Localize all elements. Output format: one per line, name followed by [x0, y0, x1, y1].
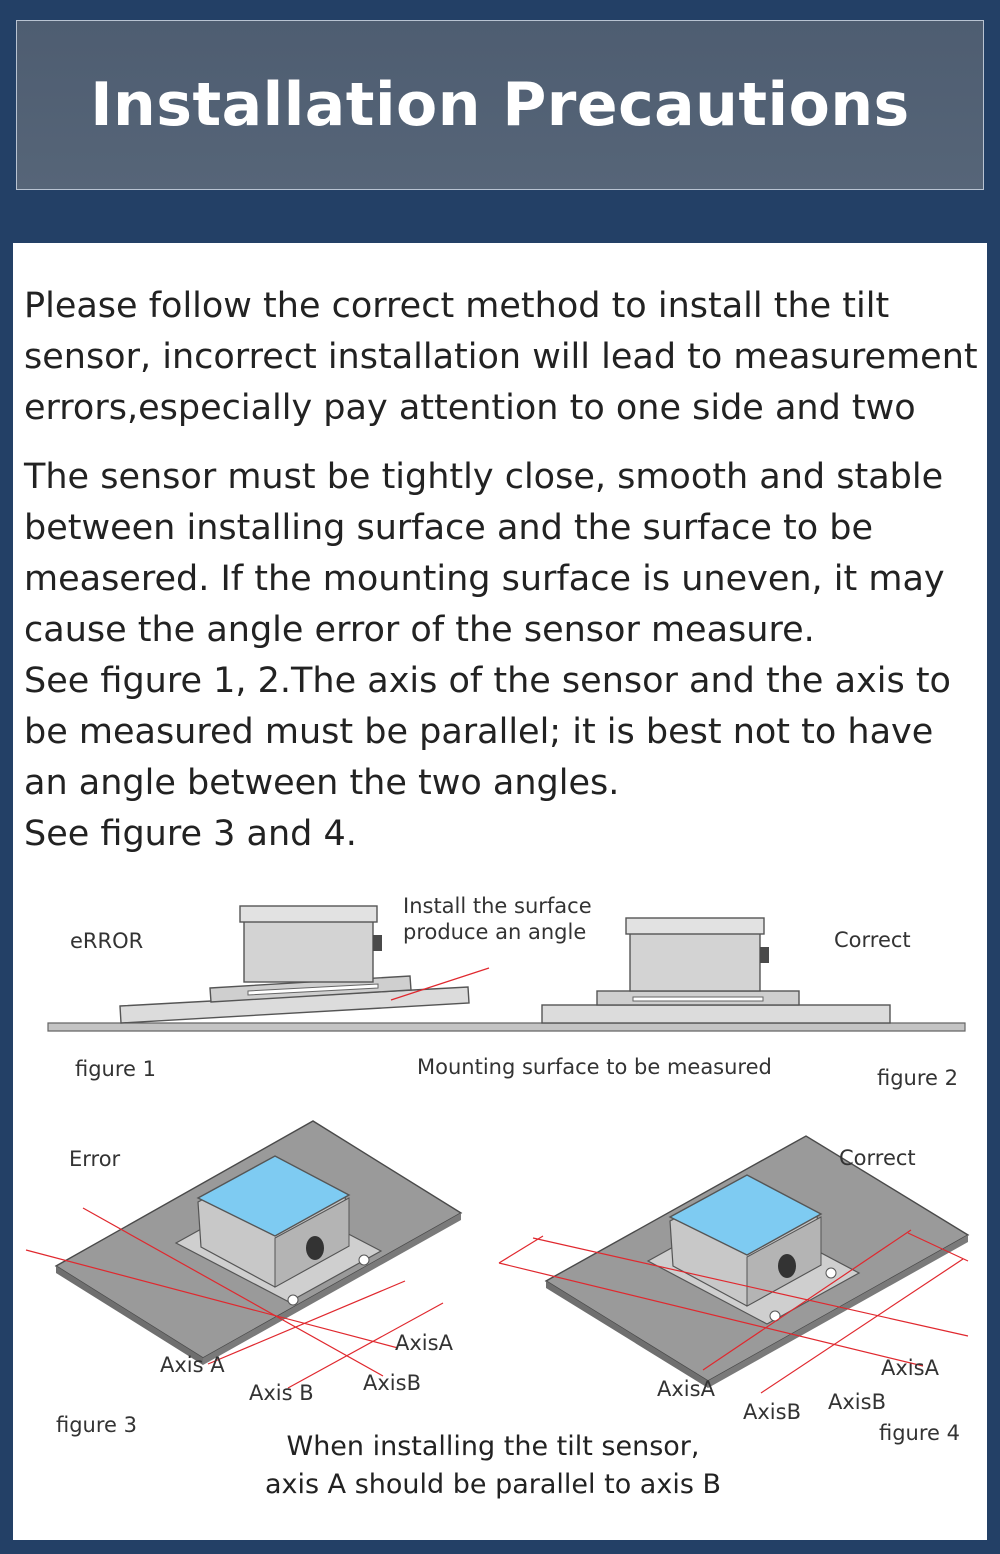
figure-1-label: figure 1: [75, 1057, 156, 1081]
axis-b-label: Axis B: [249, 1381, 314, 1405]
error-label: Error: [69, 1147, 121, 1171]
figure-3-label: figure 3: [56, 1413, 137, 1437]
details-line: The sensor must be tightly close, smooth…: [24, 457, 944, 497]
angle-annotation: Install the surface produce an angle: [403, 893, 592, 945]
caption-line: axis A should be parallel to axis B: [264, 1469, 721, 1500]
annotation-line: produce an angle: [403, 920, 587, 944]
correct-label: Correct: [839, 1146, 916, 1170]
details-line: cause the angle error of the sensor meas…: [24, 610, 815, 650]
figure-4-illustration: [498, 1135, 970, 1394]
axis-a-line: [25, 1249, 399, 1349]
axis-marker: [907, 1232, 969, 1262]
axis-b-label: AxisB: [828, 1390, 886, 1414]
base-plate-side: [546, 1281, 708, 1388]
sensor-lid: [239, 905, 378, 923]
intro-line: Please follow the correct method to inst…: [24, 286, 890, 326]
title-banner: Installation Precautions: [16, 20, 984, 190]
error-label: eRROR: [70, 929, 144, 953]
axis-b-label: AxisB: [363, 1371, 421, 1395]
base-plate-side: [708, 1235, 968, 1388]
sensor-body: [629, 931, 761, 992]
screw-hole: [287, 1294, 299, 1306]
base-plate-side: [56, 1266, 203, 1365]
axis-b-line: [760, 1258, 964, 1394]
details-paragraph: The sensor must be tightly close, smooth…: [24, 452, 951, 860]
correct-label: Correct: [834, 928, 911, 952]
connector: [373, 935, 382, 951]
connector: [306, 1236, 324, 1260]
axis-b-line: [287, 1302, 444, 1389]
axis-a-line: [498, 1262, 924, 1367]
intro-line: errors,especially pay attention to one s…: [24, 388, 916, 428]
axis-b-label: AxisB: [743, 1400, 801, 1424]
content-card: Please follow the correct method to inst…: [13, 243, 987, 1540]
screw-hole: [358, 1254, 370, 1266]
details-line: an angle between the two angles.: [24, 763, 620, 803]
figure-4-label: figure 4: [879, 1421, 960, 1445]
page-title: Installation Precautions: [90, 70, 910, 140]
figure-2-illustration: [541, 917, 891, 1024]
axis-a-line: [532, 1237, 969, 1337]
axis-b-line: [207, 1280, 406, 1365]
caption-line: When installing the tilt sensor,: [286, 1431, 700, 1462]
screw-hole: [825, 1267, 837, 1279]
axis-marker: [498, 1235, 544, 1264]
mounting-surface: [47, 1022, 966, 1032]
base-plate-side: [203, 1213, 461, 1365]
mounting-surface-label: Mounting surface to be measured: [417, 1055, 772, 1079]
details-line: See figure 1, 2.The axis of the sensor a…: [24, 661, 951, 701]
axis-b-line: [702, 1229, 912, 1371]
axis-a-line: [82, 1207, 384, 1377]
installation-illustrations: [25, 905, 970, 1394]
flange-slot: [247, 983, 379, 996]
intro-paragraph: Please follow the correct method to inst…: [24, 281, 978, 434]
sensor-top: [196, 1155, 351, 1237]
figure-caption: When installing the tilt sensor, axis A …: [173, 1428, 813, 1504]
details-line: See figure 3 and 4.: [24, 814, 357, 854]
details-line: be measured must be parallel; it is best…: [24, 712, 934, 752]
annotation-line: Install the surface: [403, 894, 592, 918]
axis-a-label: AxisA: [881, 1356, 939, 1380]
flat-plate: [541, 1004, 891, 1024]
intro-line: sensor, incorrect installation will lead…: [24, 337, 978, 377]
figure-1-illustration: [47, 905, 966, 1032]
details-line: between installing surface and the surfa…: [24, 508, 873, 548]
figure-3-illustration: [25, 1120, 463, 1389]
sensor-top: [668, 1174, 823, 1256]
figure-2-label: figure 2: [877, 1066, 958, 1090]
flange-slot: [632, 996, 764, 1002]
axis-a-label: Axis A: [160, 1353, 225, 1377]
sensor-lid: [625, 917, 765, 935]
connector: [778, 1254, 796, 1278]
axis-a-label: AxisA: [395, 1331, 453, 1355]
details-line: measered. If the mounting surface is une…: [24, 559, 945, 599]
sensor-body: [243, 919, 374, 983]
axis-a-label: AxisA: [657, 1377, 715, 1401]
connector: [760, 947, 769, 963]
annotation-leader: [390, 967, 490, 1001]
